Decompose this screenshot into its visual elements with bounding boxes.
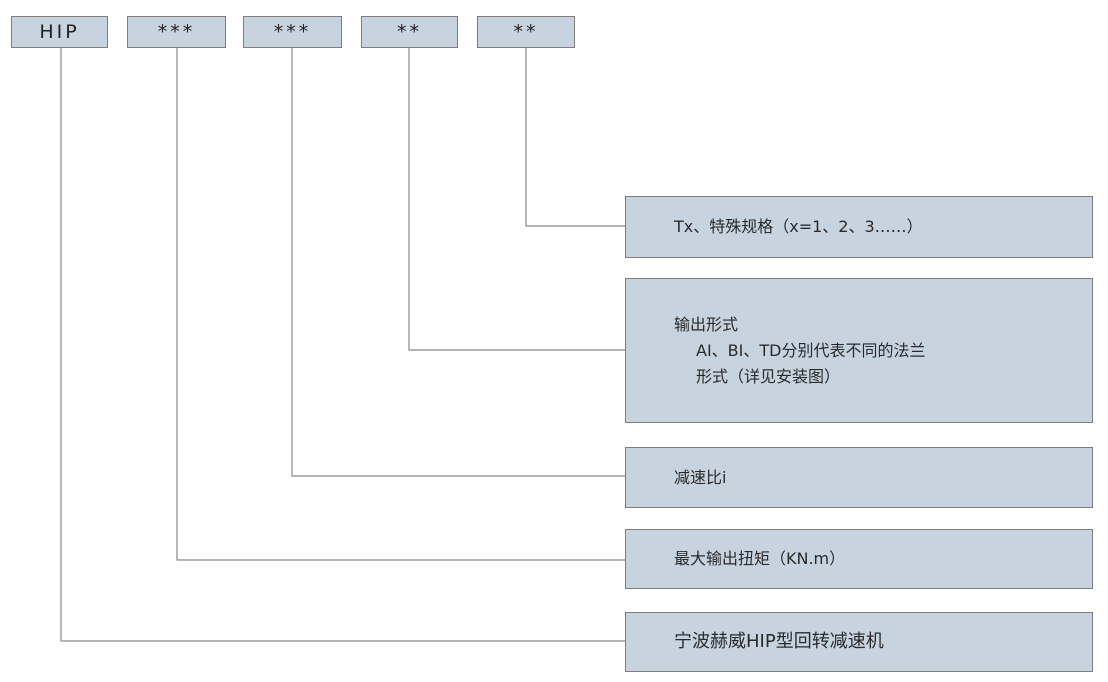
code-box-torque: *** bbox=[127, 16, 226, 48]
desc-product-text: 宁波赫威HIP型回转减速机 bbox=[674, 631, 884, 652]
desc-output-line2: 形式（详见安装图） bbox=[696, 366, 841, 386]
connector-product bbox=[60, 48, 625, 642]
connector-special bbox=[525, 48, 625, 227]
connector-ratio bbox=[291, 48, 625, 477]
desc-special-text: Tx、特殊规格（x=1、2、3……） bbox=[674, 217, 923, 236]
desc-box-product: 宁波赫威HIP型回转减速机 bbox=[625, 612, 1093, 672]
connector-output bbox=[408, 48, 625, 351]
desc-box-special: Tx、特殊规格（x=1、2、3……） bbox=[625, 196, 1093, 258]
code-box-ratio: *** bbox=[243, 16, 342, 48]
code-box-output: ** bbox=[361, 16, 458, 48]
desc-box-ratio: 减速比i bbox=[625, 447, 1093, 508]
code-box-special: ** bbox=[477, 16, 575, 48]
desc-box-output: 输出形式 AI、BI、TD分别代表不同的法兰 形式（详见安装图） bbox=[625, 278, 1093, 423]
desc-output-title: 输出形式 bbox=[674, 314, 739, 334]
desc-output-line1: AI、BI、TD分别代表不同的法兰 bbox=[696, 340, 926, 360]
code-box-model: HIP bbox=[11, 16, 108, 48]
desc-ratio-text: 减速比i bbox=[674, 467, 727, 487]
desc-box-torque: 最大输出扭矩（KN.m） bbox=[625, 529, 1093, 589]
desc-torque-text: 最大输出扭矩（KN.m） bbox=[674, 549, 846, 568]
connector-torque bbox=[176, 48, 625, 561]
